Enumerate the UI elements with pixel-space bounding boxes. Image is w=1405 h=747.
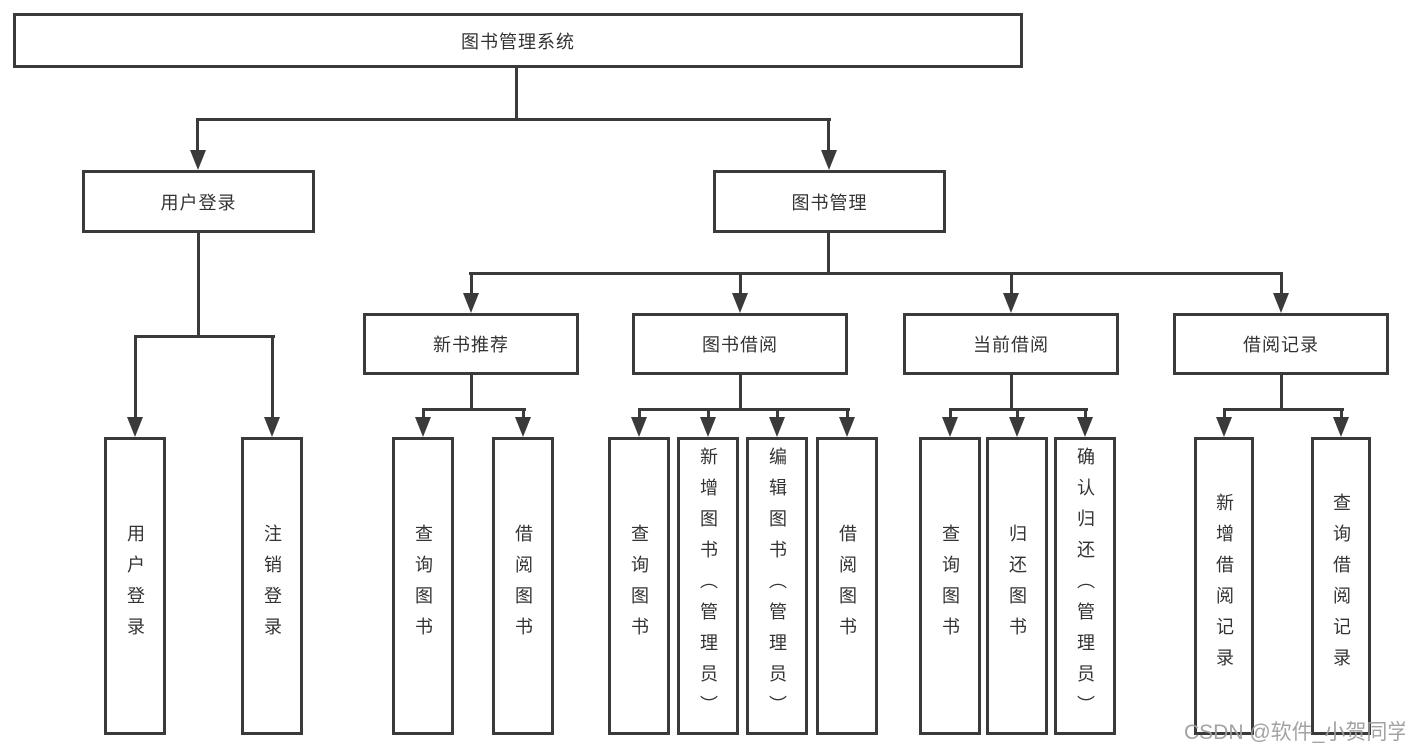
arrowhead-icon [1216, 417, 1232, 437]
leaf-borrow-edit-admin-label: 编辑图书（管理员） [767, 446, 787, 726]
node-book-mgmt-label: 图书管理 [791, 192, 868, 213]
leaf-user-login-label: 用户登录 [125, 524, 145, 648]
arrowhead-icon [1003, 293, 1019, 313]
connector-line [1016, 408, 1019, 419]
connector-line [638, 408, 641, 419]
node-user-login-label: 用户登录 [160, 192, 237, 213]
connector-line [827, 118, 830, 152]
connector-line [422, 408, 526, 411]
leaf-current-confirm-admin: 确认归还（管理员） [1054, 437, 1116, 735]
node-root: 图书管理系统 [13, 13, 1023, 68]
connector-line [470, 272, 473, 295]
arrowhead-icon [415, 417, 431, 437]
node-book-borrow: 图书借阅 [632, 313, 848, 375]
node-user-login: 用户登录 [82, 170, 315, 233]
connector-line [196, 118, 199, 152]
node-new-books: 新书推荐 [363, 313, 579, 375]
leaf-newbooks-borrow-label: 借阅图书 [513, 524, 533, 648]
leaf-current-return: 归还图书 [986, 437, 1048, 735]
leaf-current-query: 查询图书 [919, 437, 981, 735]
leaf-logout-label: 注销登录 [262, 524, 282, 648]
connector-line [1010, 272, 1013, 295]
connector-line [271, 335, 274, 419]
arrowhead-icon [1077, 417, 1093, 437]
connector-line [197, 233, 200, 337]
connector-line [469, 272, 1283, 275]
leaf-borrow-book: 借阅图书 [816, 437, 878, 735]
node-current-borrow: 当前借阅 [903, 313, 1119, 375]
connector-line [739, 375, 742, 410]
leaf-borrow-add-admin-label: 新增图书（管理员） [698, 446, 718, 726]
connector-line [949, 408, 952, 419]
node-current-borrow-label: 当前借阅 [973, 335, 1049, 355]
connector-line [1010, 375, 1013, 410]
leaf-records-query: 查询借阅记录 [1311, 437, 1371, 735]
leaf-current-query-label: 查询图书 [940, 524, 960, 648]
node-book-mgmt: 图书管理 [713, 170, 946, 233]
node-new-books-label: 新书推荐 [433, 335, 509, 355]
connector-line [1223, 408, 1344, 411]
leaf-borrow-query: 查询图书 [608, 437, 670, 735]
leaf-records-add-label: 新增借阅记录 [1214, 493, 1234, 679]
leaf-current-return-label: 归还图书 [1007, 524, 1027, 648]
connector-line [1340, 408, 1343, 419]
connector-line [134, 335, 137, 419]
arrowhead-icon [127, 417, 143, 437]
arrowhead-icon [1009, 417, 1025, 437]
arrowhead-icon [631, 417, 647, 437]
leaf-newbooks-query: 查询图书 [392, 437, 454, 735]
connector-line [739, 272, 742, 295]
connector-line [776, 408, 779, 419]
arrowhead-icon [700, 417, 716, 437]
connector-line [470, 375, 473, 410]
arrowhead-icon [1273, 293, 1289, 313]
node-borrow-records-label: 借阅记录 [1243, 335, 1319, 355]
node-borrow-records: 借阅记录 [1173, 313, 1389, 375]
leaf-borrow-book-label: 借阅图书 [837, 524, 857, 648]
node-book-borrow-label: 图书借阅 [702, 335, 778, 355]
arrowhead-icon [839, 417, 855, 437]
connector-line [707, 408, 710, 419]
leaf-logout: 注销登录 [241, 437, 303, 735]
connector-line [1223, 408, 1226, 419]
leaf-borrow-query-label: 查询图书 [629, 524, 649, 648]
leaf-records-query-label: 查询借阅记录 [1331, 493, 1351, 679]
connector-line [197, 118, 831, 121]
leaf-newbooks-query-label: 查询图书 [413, 524, 433, 648]
arrowhead-icon [769, 417, 785, 437]
arrowhead-icon [732, 293, 748, 313]
leaf-borrow-edit-admin: 编辑图书（管理员） [746, 437, 808, 735]
csdn-watermark: CSDN @软件_小贺同学 [1184, 721, 1405, 744]
leaf-records-add: 新增借阅记录 [1194, 437, 1254, 735]
leaf-current-confirm-admin-label: 确认归还（管理员） [1075, 446, 1095, 726]
connector-line [638, 408, 850, 411]
arrowhead-icon [1333, 417, 1349, 437]
node-root-label: 图书管理系统 [461, 31, 575, 52]
arrowhead-icon [264, 417, 280, 437]
connector-line [1280, 272, 1283, 295]
connector-line [846, 408, 849, 419]
connector-line [827, 233, 830, 274]
connector-line [1084, 408, 1087, 419]
connector-line [1280, 375, 1283, 410]
leaf-newbooks-borrow: 借阅图书 [492, 437, 554, 735]
connector-line [134, 335, 275, 338]
arrowhead-icon [942, 417, 958, 437]
leaf-borrow-add-admin: 新增图书（管理员） [677, 437, 739, 735]
connector-line [515, 68, 518, 118]
connector-line [422, 408, 425, 419]
connector-line [522, 408, 525, 419]
arrowhead-icon [515, 417, 531, 437]
arrowhead-icon [821, 150, 837, 170]
leaf-user-login: 用户登录 [104, 437, 166, 735]
arrowhead-icon [190, 150, 206, 170]
arrowhead-icon [463, 293, 479, 313]
